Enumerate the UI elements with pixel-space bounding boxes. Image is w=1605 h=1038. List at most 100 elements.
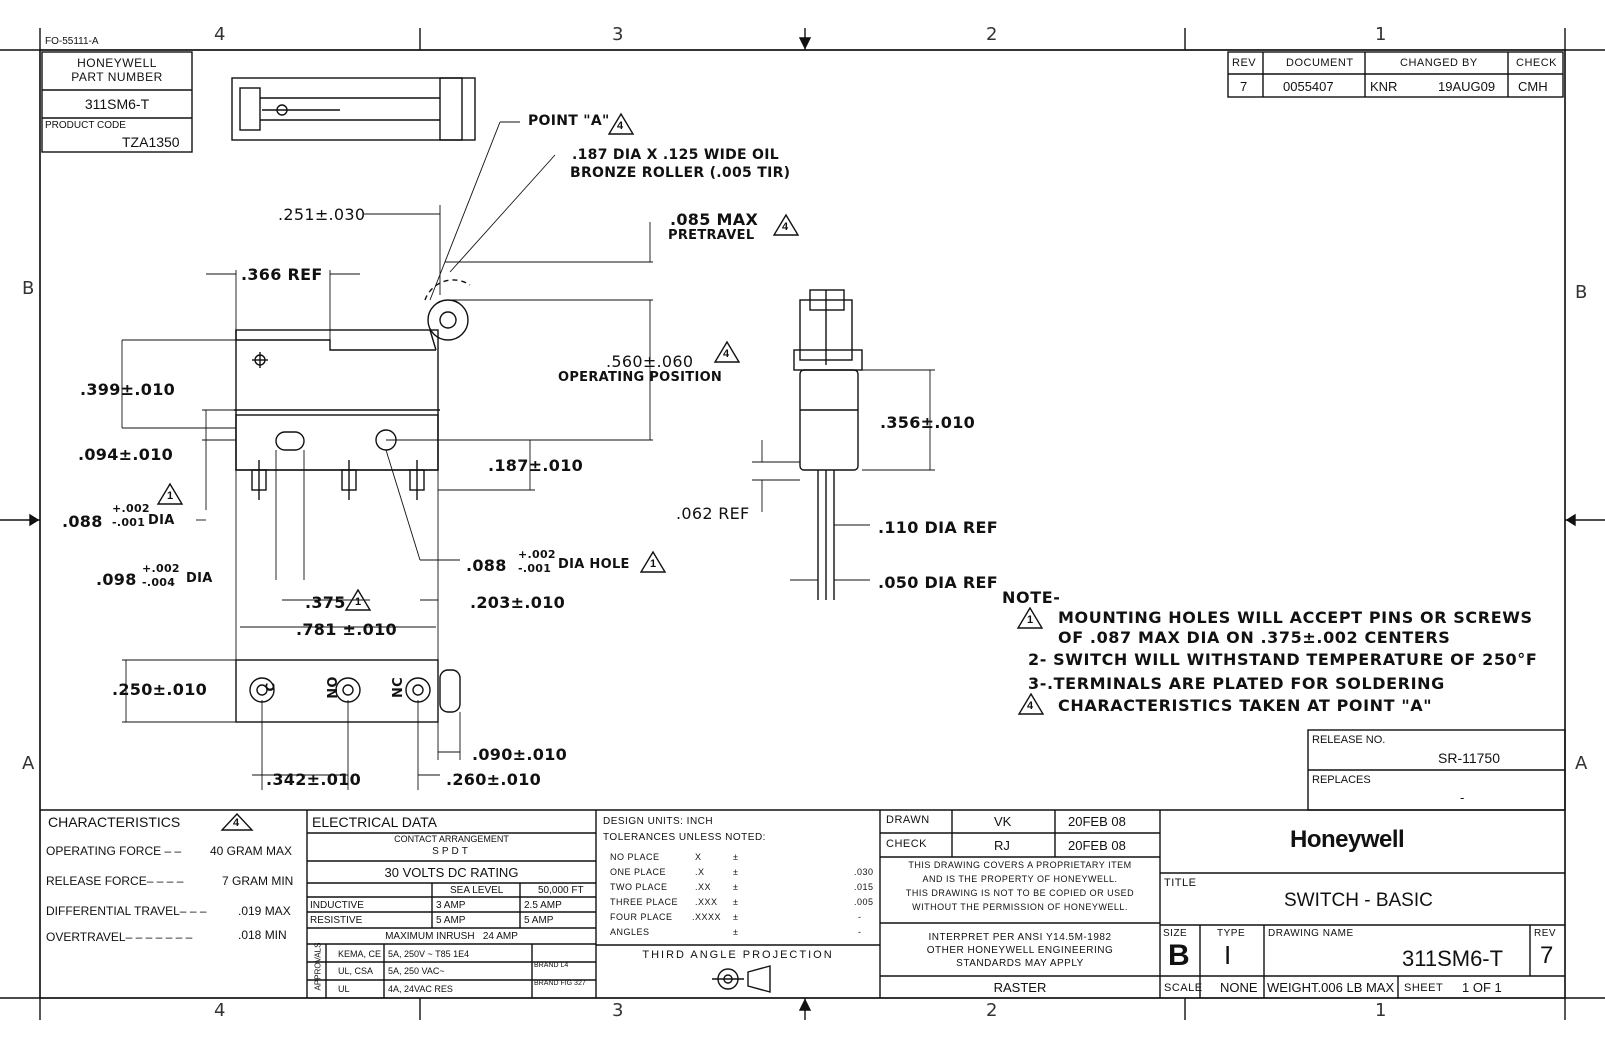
zone-bottom-1: 1 [1375,1000,1387,1021]
dim-781: .781 ±.010 [296,620,397,639]
dia-label: DIA [148,513,175,528]
sea-level-header: SEA LEVEL [450,885,504,896]
dim-050: .050 DIA REF [878,573,999,592]
dim-203: .203±.010 [470,593,566,612]
note-1-line1: MOUNTING HOLES WILL ACCEPT PINS OR SCREW… [1058,608,1533,627]
interpret-line-1: INTERPRET PER ANSI Y14.5M-1982 [928,932,1112,943]
dim-366: .366 REF [241,265,323,284]
interpret-line-3: STANDARDS MAY APPLY [956,958,1084,969]
tolerances-noted: TOLERANCES UNLESS NOTED: [603,832,766,843]
dim-090: .090±.010 [472,745,568,764]
tol-angles-val: - [858,927,862,937]
inductive-ft: 2.5 AMP [524,900,562,911]
dim-098: .098 [96,570,137,589]
tol-two-place-pm: ± [733,882,739,892]
resistive-label: RESISTIVE [310,915,363,926]
zone-bottom-4: 4 [214,1000,226,1021]
tol-four-place-pm: ± [733,912,739,922]
dim-088-hole-tol-up: +.002 [518,548,556,561]
max-inrush: MAXIMUM INRUSH 24 AMP [385,931,518,942]
dim-098-tol-dn: -.004 [142,576,176,589]
flag-1-mount: 1 [167,490,174,502]
design-units: DESIGN UNITS: INCH [603,816,714,827]
tol-two-place-fmt: .XX [695,882,712,892]
proprietary-line-4: WITHOUT THE PERMISSION OF HONEYWELL. [912,902,1128,912]
zone-left-b: B [22,278,35,299]
approval-agency-3: UL [338,984,350,994]
size-label: SIZE [1163,928,1188,939]
tol-no-place-label: NO PLACE [610,852,660,862]
drawn-date: 20FEB 08 [1068,814,1126,829]
rev-header-rev: REV [1232,57,1257,69]
dim-088-mount-tol-dn: -.001 [112,516,146,529]
product-code-label: PRODUCT CODE [45,120,126,131]
zone-right-b: B [1575,282,1588,303]
proprietary-line-2: AND IS THE PROPERTY OF HONEYWELL. [922,874,1118,884]
zone-top-1: 1 [1375,24,1387,45]
rev-changed-by: KNR [1370,79,1398,94]
approval-agency-2: UL, CSA [338,966,374,976]
approval-rating-3: 4A, 24VAC RES [388,984,453,994]
note-2: 2- SWITCH WILL WITHSTAND TEMPERATURE OF … [1028,650,1538,669]
check-date: 20FEB 08 [1068,838,1126,853]
tol-four-place-label: FOUR PLACE [610,912,673,922]
tol-one-place-val: .030 [854,867,874,877]
point-a-label: POINT "A" [528,113,610,129]
flag-4-characteristics: 4 [233,817,240,829]
release-number: SR-11750 [1438,750,1501,766]
type-label: TYPE [1217,928,1246,939]
tol-two-place-val: .015 [854,882,874,892]
scale-label: SCALE [1164,982,1203,994]
dim-088-hole: .088 [466,556,507,575]
replaces-value: - [1460,790,1465,805]
dim-098-tol-up: +.002 [142,562,180,575]
terminal-c-label: C [263,682,278,692]
release-label: RELEASE NO. [1312,734,1386,746]
dim-187: .187±.010 [488,456,584,475]
replaces-label: REPLACES [1312,774,1371,786]
pretravel-label: PRETRAVEL [668,228,755,243]
inductive-label: INDUCTIVE [310,900,364,911]
char-overtravel-label: OVERTRAVEL– – – – – – – [46,930,193,944]
sheet-value: 1 OF 1 [1462,980,1502,995]
inductive-sea: 3 AMP [436,900,466,911]
approvals-label: APPROVALS [313,942,323,991]
char-differential-travel-label: DIFFERENTIAL TRAVEL– – – [46,904,207,918]
rating-label: 30 VOLTS DC RATING [384,865,519,880]
dim-560: .560±.060 [606,352,694,371]
check-label: CHECK [886,838,928,850]
contact-arrangement-value: SPDT [432,846,471,857]
dim-250: .250±.010 [112,680,208,699]
tol-one-place-label: ONE PLACE [610,867,667,877]
interpret-line-2: OTHER HONEYWELL ENGINEERING [926,945,1114,956]
dia-hole-label: DIA HOLE [558,557,630,572]
tol-three-place-fmt: .XXX [695,897,718,907]
terminal-nc-label: NC [391,676,407,699]
rev-header-check: CHECK [1516,57,1558,69]
rev-number: 7 [1540,942,1554,969]
flag-4-pretravel: 4 [782,221,789,233]
flag-4-point-a: 4 [617,120,624,132]
proprietary-line-3: THIS DRAWING IS NOT TO BE COPIED OR USED [905,888,1135,898]
title-label: TITLE [1164,877,1197,889]
type-value: I [1224,940,1232,970]
approval-rating-2: 5A, 250 VAC~ [388,966,445,976]
dim-260: .260±.010 [446,770,542,789]
dim-094: .094±.010 [78,445,174,464]
zone-top-4: 4 [214,24,226,45]
zone-bottom-3: 3 [612,1000,624,1021]
dim-088-mount-tol-up: +.002 [112,502,150,515]
rev-document: 0055407 [1283,79,1334,94]
tol-four-place-fmt: .XXXX [692,912,722,922]
flag-4-operating: 4 [723,348,730,360]
operating-position-label: OPERATING POSITION [558,370,723,385]
dim-088-hole-tol-dn: -.001 [518,562,552,575]
dim-399: .399±.010 [80,380,176,399]
part-number-header: HONEYWELL PART NUMBER [71,56,163,84]
dia-label-2: DIA [186,571,213,586]
electrical-title: ELECTRICAL DATA [312,814,437,830]
rev-header-document: DOCUMENT [1286,57,1354,69]
size-value: B [1168,939,1190,972]
approval-brand-2: BRAND L4 [534,962,569,969]
check-by: RJ [994,838,1010,853]
